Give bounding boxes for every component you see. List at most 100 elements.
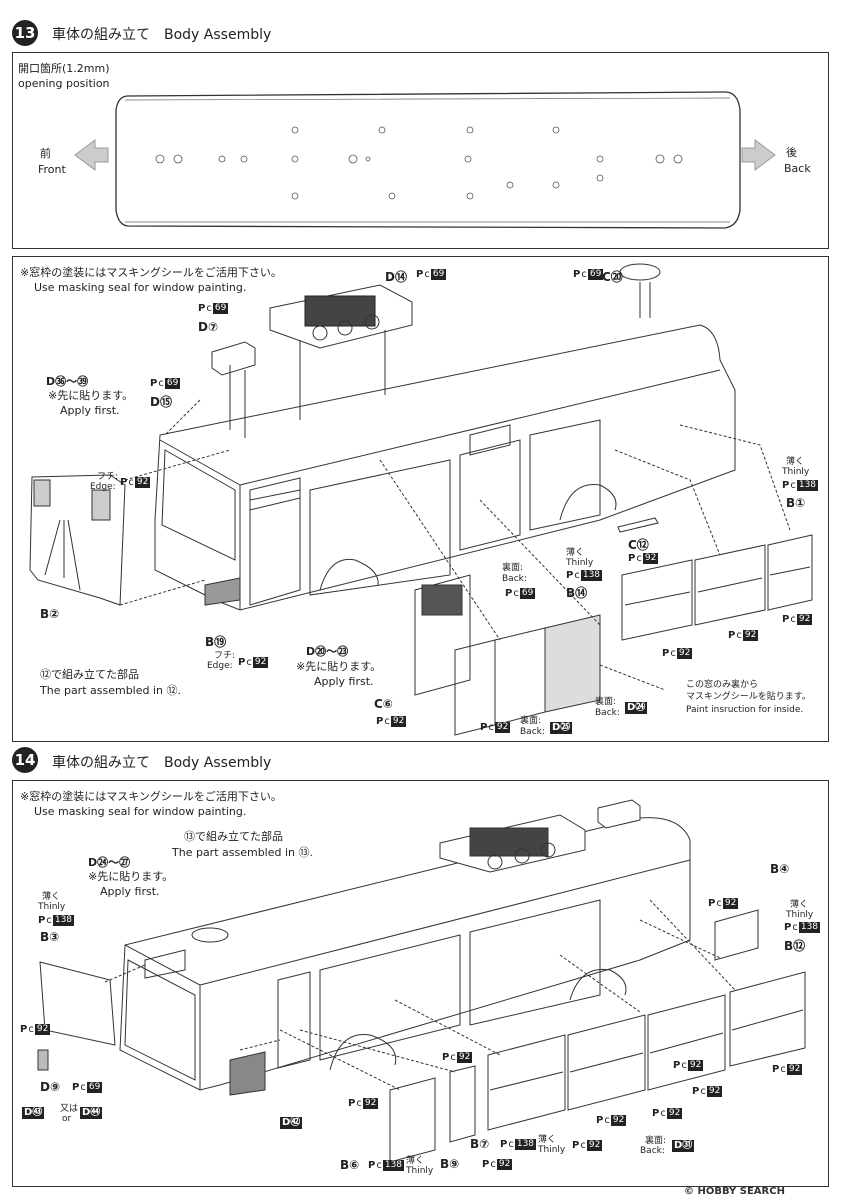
or-en: or bbox=[62, 1114, 72, 1124]
decal-d75-label: D㉕ bbox=[550, 722, 573, 734]
apply-first-en-13b: Apply first. bbox=[314, 675, 374, 688]
apply-first-jp-14: ※先に貼ります。 bbox=[88, 870, 174, 883]
thinly-en-b12: Thinly bbox=[786, 910, 814, 920]
part-b7-label: B⑦ bbox=[470, 1137, 490, 1151]
assembled-in-12-en: The part assembled in ⑫. bbox=[40, 684, 182, 697]
apply-first-jp-13: ※先に貼ります。 bbox=[48, 389, 134, 402]
thinly-en-b7: Thinly bbox=[538, 1145, 566, 1155]
assembled-in-12-jp: ⑫で組み立てた部品 bbox=[40, 668, 139, 681]
step-13-top-view-panel bbox=[12, 52, 829, 249]
apply-first-en-14: Apply first. bbox=[100, 885, 160, 898]
decal-range-36-39: D㊱〜㊴ bbox=[46, 375, 89, 388]
decal-d81-label: D㉛ bbox=[672, 1140, 695, 1152]
step-14-mask-jp: ※窓枠の塗装にはマスキングシールをご活用下さい。 bbox=[20, 790, 282, 803]
thinly-en-b3: Thinly bbox=[38, 902, 66, 912]
thinly-en-b1: Thinly bbox=[782, 467, 810, 477]
back-side-jp-d75: 裏面: bbox=[520, 716, 542, 726]
edge-label-jp-b19: フチ: bbox=[214, 651, 236, 661]
part-b19-label: B⑲ bbox=[205, 635, 227, 649]
part-c12-label: C⑫ bbox=[628, 538, 649, 552]
thinly-en-b14: Thinly bbox=[566, 558, 594, 568]
part-b3-label: B③ bbox=[40, 930, 60, 944]
inside-note-jp1: この窓のみ裏から bbox=[686, 680, 759, 690]
watermark: © HOBBY SEARCH bbox=[684, 1186, 785, 1197]
decal-d53-label: D㊸ bbox=[22, 1107, 45, 1119]
thinly-jp-b3: 薄く bbox=[42, 892, 61, 902]
assembled-in-13-en: The part assembled in ⑬. bbox=[172, 846, 314, 859]
back-side-jp-d74: 裏面: bbox=[595, 697, 617, 707]
step-14-title: 車体の組み立て Body Assembly bbox=[52, 755, 272, 771]
part-c20-label: C⑳ bbox=[602, 270, 623, 284]
opening-position-en: opening position bbox=[18, 77, 110, 90]
part-c6-label: C⑥ bbox=[374, 697, 393, 711]
thinly-jp-b7: 薄く bbox=[538, 1135, 557, 1145]
part-b1-label: B① bbox=[786, 496, 806, 510]
thinly-en-b6: Thinly bbox=[406, 1166, 434, 1176]
step-14-number: 14 bbox=[12, 747, 38, 773]
back-side-en-d75: Back: bbox=[520, 727, 545, 737]
step-14-mask-en: Use masking seal for window painting. bbox=[34, 805, 247, 818]
part-d14-label: D⑭ bbox=[385, 270, 407, 284]
opening-position-jp: 開口箇所(1.2mm) bbox=[18, 62, 110, 75]
step-13-title: 車体の組み立て Body Assembly bbox=[52, 27, 272, 43]
front-label-jp: 前 bbox=[40, 147, 51, 160]
back-side-jp-d81: 裏面: bbox=[645, 1136, 667, 1146]
step-14-panel bbox=[12, 780, 829, 1187]
back-label-jp: 後 bbox=[786, 146, 797, 159]
part-b14-label: B⑭ bbox=[566, 586, 588, 600]
decal-range-20-23: D⑳〜㉓ bbox=[306, 645, 349, 658]
thinly-jp-b12: 薄く bbox=[790, 900, 809, 910]
part-d15-label: D⑮ bbox=[150, 395, 172, 409]
edge-label-jp-b2: フチ: bbox=[97, 472, 119, 482]
part-b4-label: B④ bbox=[770, 862, 790, 876]
back-side-en-d74: Back: bbox=[595, 708, 620, 718]
part-b2-label: B② bbox=[40, 607, 60, 621]
thinly-jp-b1: 薄く bbox=[786, 457, 805, 467]
decal-d42-label: D㊷ bbox=[280, 1117, 303, 1129]
decal-d74-label: D㉔ bbox=[625, 702, 648, 714]
decal-d54-label: D㊹ bbox=[80, 1107, 103, 1119]
inside-note-jp2: マスキングシールを貼ります。 bbox=[686, 692, 811, 702]
back-side-jp-c6: 裏面: bbox=[502, 563, 524, 573]
inside-note-en: Paint insruction for inside. bbox=[686, 705, 804, 715]
part-b9-label: B⑨ bbox=[440, 1157, 460, 1171]
apply-first-en-13: Apply first. bbox=[60, 404, 120, 417]
apply-first-jp-13b: ※先に貼ります。 bbox=[296, 660, 382, 673]
step-13-mask-jp: ※窓枠の塗装にはマスキングシールをご活用下さい。 bbox=[20, 266, 282, 279]
edge-label-en-b19: Edge: bbox=[207, 661, 233, 671]
decal-range-94-97: D㉔〜㉗ bbox=[88, 856, 131, 869]
thinly-jp-b14: 薄く bbox=[566, 548, 585, 558]
part-d9-label: D⑨ bbox=[40, 1080, 61, 1094]
part-b6-label: B⑥ bbox=[340, 1158, 360, 1172]
